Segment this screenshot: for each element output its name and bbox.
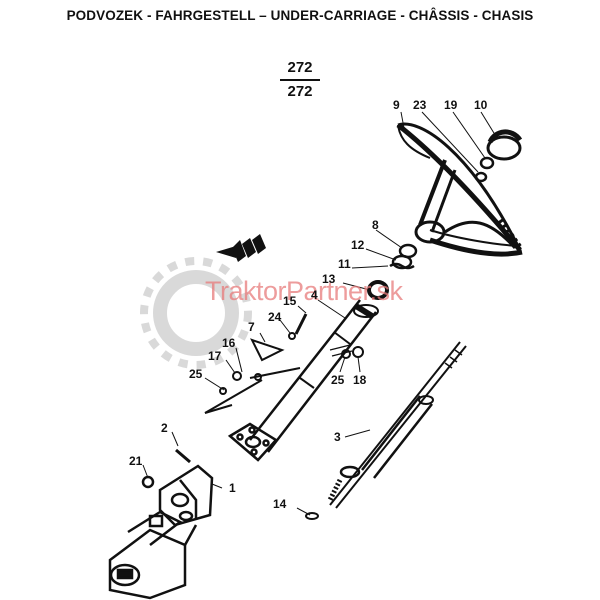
callout-7: 7 xyxy=(248,320,255,334)
figure-number: 272 272 xyxy=(270,58,330,102)
callout-25-left: 25 xyxy=(189,367,203,381)
leader-lines xyxy=(142,111,498,516)
hatch-marks xyxy=(329,344,353,357)
direction-arrow-icon xyxy=(216,234,266,262)
callout-23: 23 xyxy=(413,98,427,112)
callout-21: 21 xyxy=(129,454,143,468)
mounting-bracket xyxy=(141,448,214,527)
callout-13: 13 xyxy=(322,272,336,286)
callout-24: 24 xyxy=(268,310,282,324)
callout-2: 2 xyxy=(161,421,168,435)
steering-wheel xyxy=(396,122,523,257)
page-title: PODVOZEK - FAHRGESTELL – UNDER-CARRIAGE … xyxy=(66,8,534,23)
figure-number-bottom: 272 xyxy=(287,83,313,100)
callout-11: 11 xyxy=(338,257,351,271)
hydraulic-unit xyxy=(108,510,198,600)
figure-number-divider xyxy=(280,79,320,81)
callout-8: 8 xyxy=(372,218,379,232)
steering-column-tube xyxy=(249,299,379,453)
callout-15: 15 xyxy=(283,294,297,308)
callout-1: 1 xyxy=(229,481,236,495)
nut-and-washer xyxy=(474,156,495,183)
bracket xyxy=(204,313,364,414)
callout-10: 10 xyxy=(474,98,488,112)
callout-9: 9 xyxy=(393,98,400,112)
horn-cap xyxy=(486,129,523,161)
gear-watermark-icon xyxy=(140,257,252,369)
callout-14: 14 xyxy=(273,497,287,511)
callout-4: 4 xyxy=(311,288,318,302)
figure-number-top: 272 xyxy=(287,59,313,76)
callout-3: 3 xyxy=(334,430,341,444)
callout-19: 19 xyxy=(444,98,458,112)
watermark-text: TraktorPartner.sk xyxy=(205,276,403,306)
callout-16: 16 xyxy=(222,336,236,350)
callout-18: 18 xyxy=(353,373,367,387)
callout-17: 17 xyxy=(208,349,222,363)
flange-plate xyxy=(227,422,278,462)
steering-shaft xyxy=(305,341,467,520)
callout-12: 12 xyxy=(351,238,365,252)
callout-25-right: 25 xyxy=(331,373,345,387)
